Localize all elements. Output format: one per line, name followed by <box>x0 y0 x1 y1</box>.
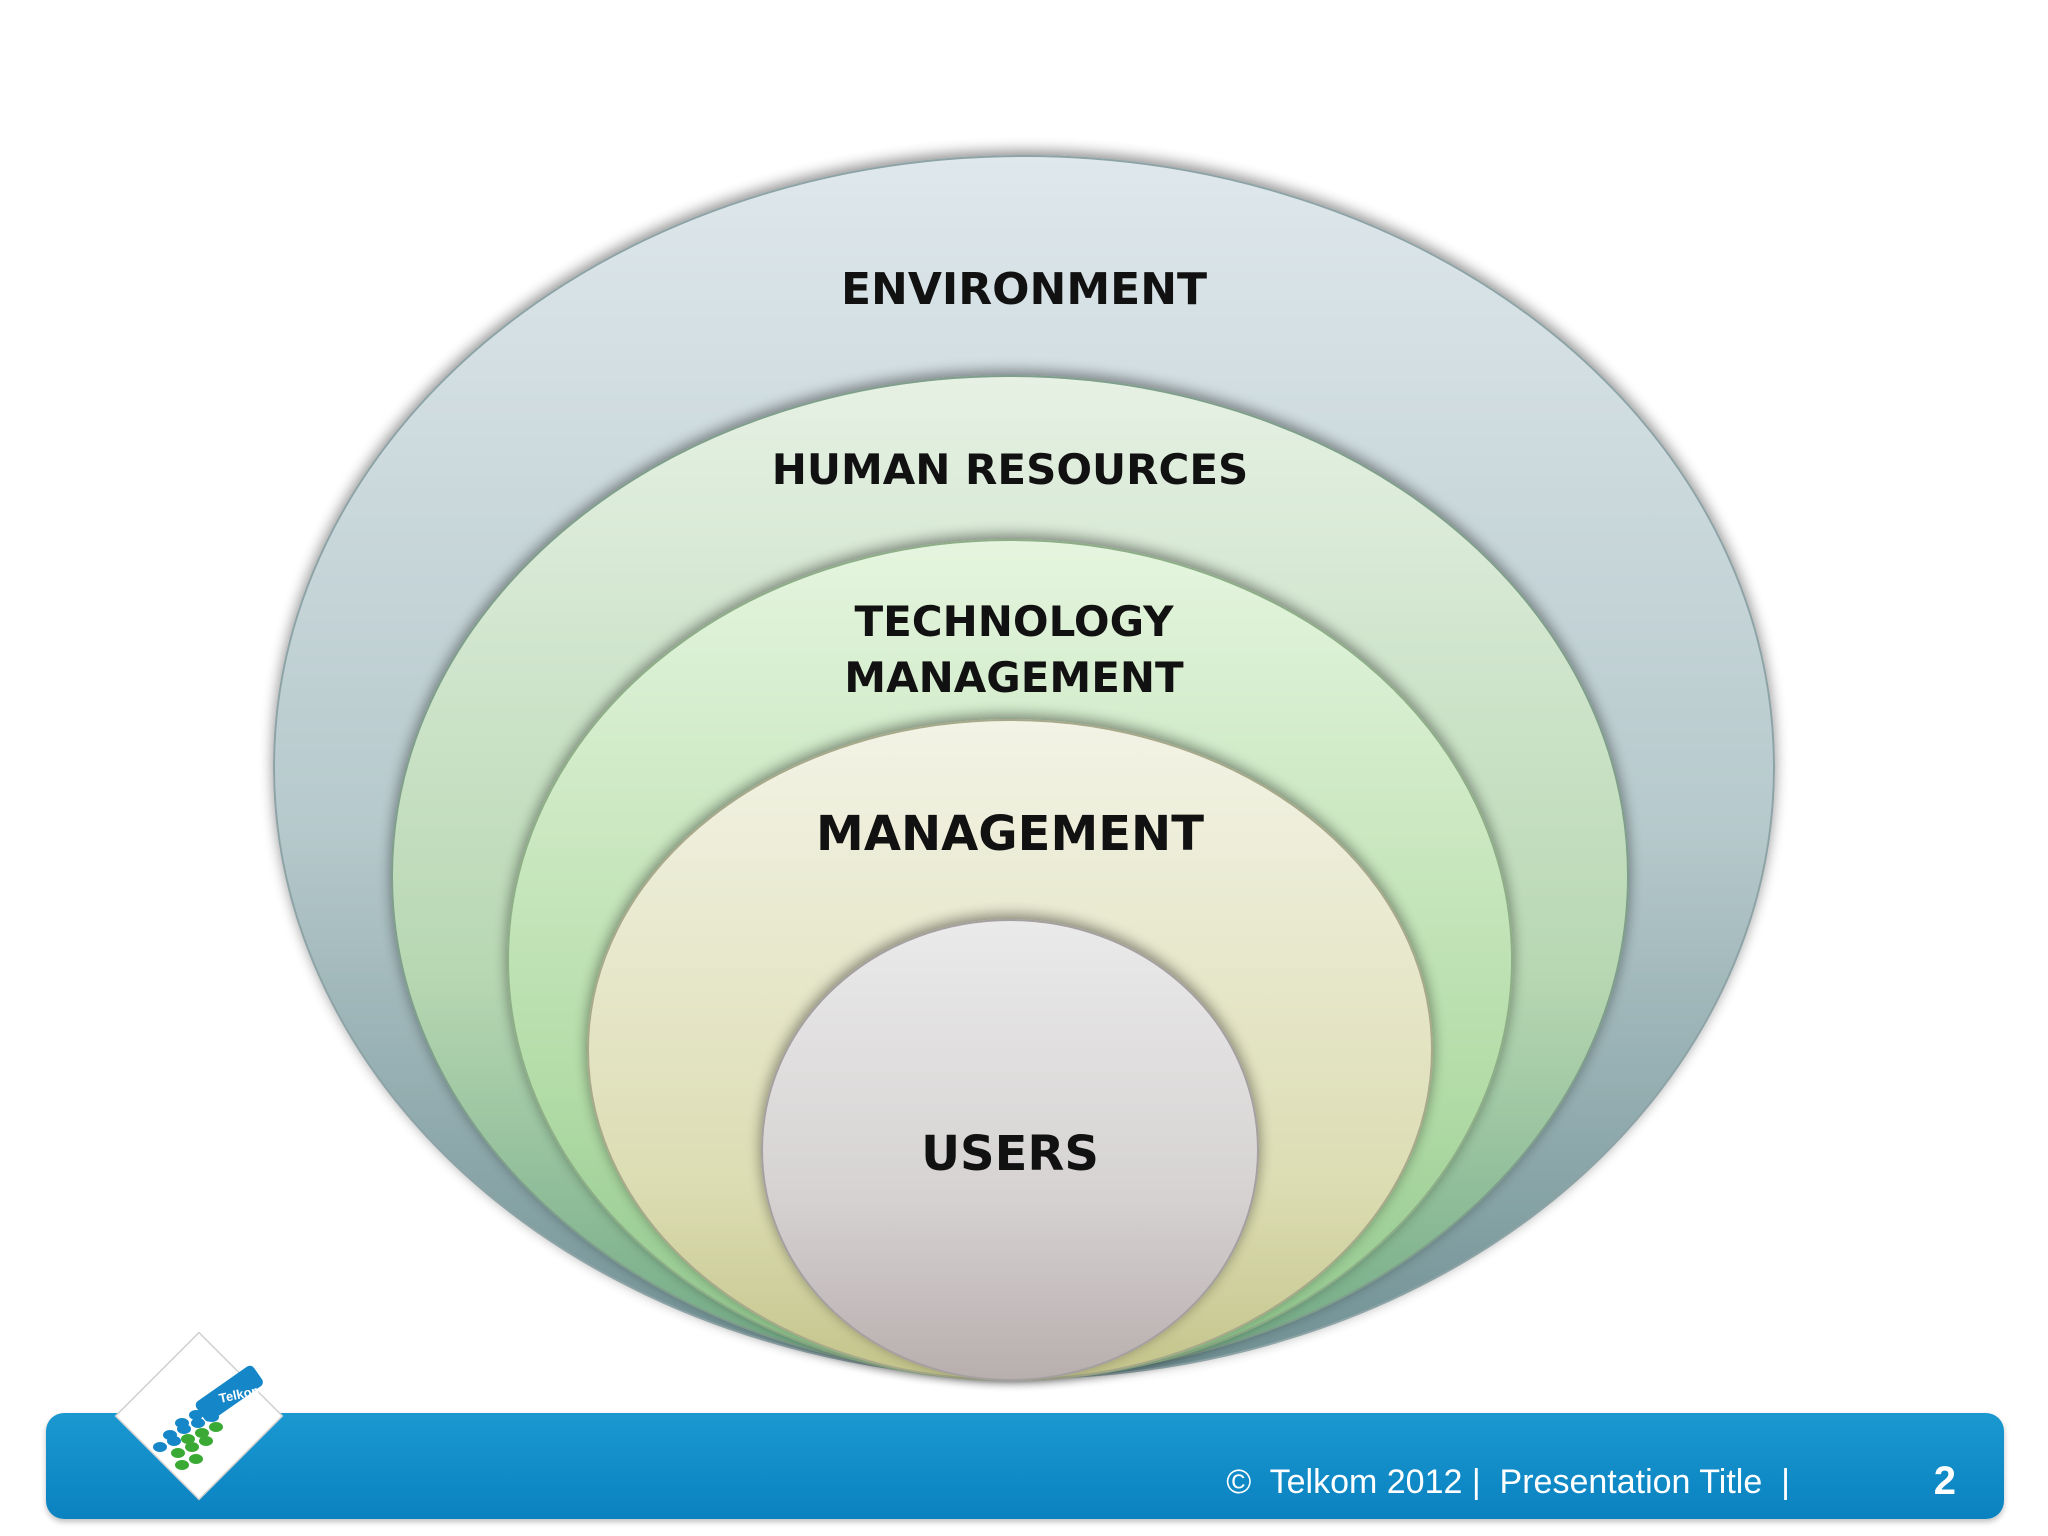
environment-label: ENVIRONMENT <box>841 264 1207 315</box>
users-label: USERS <box>921 1126 1099 1182</box>
technology-label-line-2: MANAGEMENT <box>844 653 1184 702</box>
telkom-logo-icon: Telkom <box>114 1331 284 1501</box>
users-layer <box>761 919 1259 1381</box>
footer-bar: © Telkom 2012 | Presentation Title | 2 <box>46 1413 2004 1519</box>
human-resources-label: HUMAN RESOURCES <box>772 445 1249 494</box>
management-label: MANAGEMENT <box>816 806 1204 862</box>
technology-label-line-1: TECHNOLOGY <box>854 597 1174 646</box>
page-number: 2 <box>1933 1459 1956 1503</box>
footer-copyright: © Telkom 2012 | Presentation Title | <box>1226 1463 1790 1501</box>
